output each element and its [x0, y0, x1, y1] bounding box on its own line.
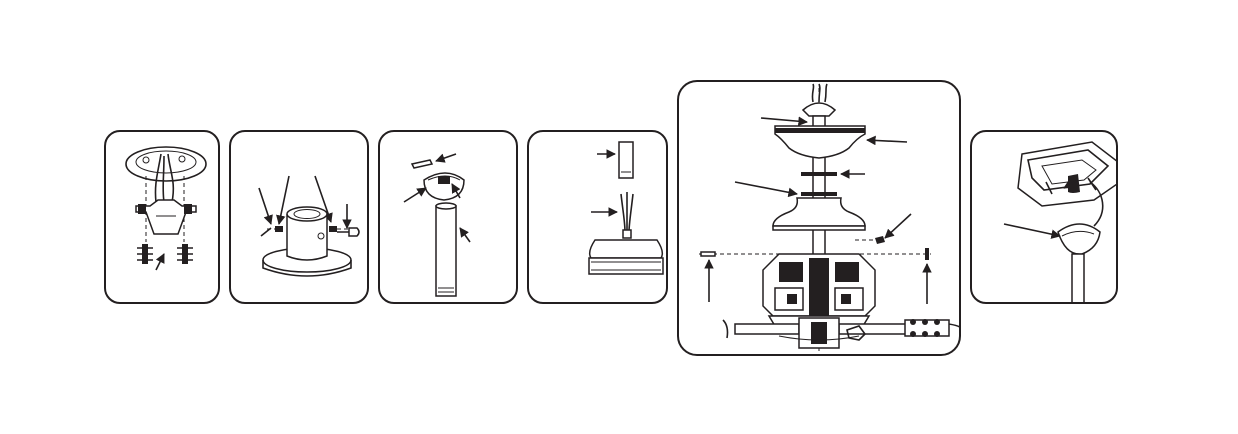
fan-assembly-panel [677, 80, 961, 356]
motor-housing-icon [590, 240, 663, 258]
coupling-cover-icon [773, 198, 865, 226]
screw-icon [701, 252, 715, 256]
wire-icon [621, 192, 633, 232]
arrow-icon [259, 188, 271, 224]
wire-icon [812, 84, 827, 102]
screw-icon [137, 244, 153, 264]
hanger-ball-icon [1058, 224, 1100, 254]
canopy-ring-icon [801, 172, 837, 176]
arrow-icon [885, 214, 911, 238]
arrow-icon [761, 118, 807, 122]
mounting-bracket-illustration [106, 132, 220, 304]
arrow-icon [735, 182, 797, 194]
ceiling-mount-base-illustration [231, 132, 369, 304]
motor-icon [763, 254, 875, 326]
blade-arm-icon [735, 324, 799, 334]
outlet-box-icon [126, 147, 206, 181]
downrod-icon [1072, 254, 1084, 304]
fan-assembly-illustration [679, 82, 961, 356]
wire-icon [155, 154, 173, 202]
downrod-ball-illustration [380, 132, 518, 304]
arrow-icon [1004, 224, 1060, 236]
arrow-icon [156, 254, 164, 270]
downrod-icon [436, 206, 456, 296]
arrow-icon [404, 188, 426, 202]
canopy-hang-illustration [972, 132, 1118, 304]
screw-icon [329, 226, 349, 232]
downrod-wiring-panel [527, 130, 668, 304]
screw-icon [875, 236, 885, 244]
arrow-icon [460, 228, 470, 242]
arrow-icon [867, 140, 907, 142]
downrod-wiring-illustration [529, 132, 668, 304]
blade-bracket-icon [905, 319, 949, 337]
canopy-hang-panel [970, 130, 1118, 304]
hanger-ball-icon [803, 103, 835, 116]
screw-icon [177, 244, 193, 264]
mounting-bracket-panel [104, 130, 220, 304]
ceiling-mount-base-panel [229, 130, 369, 304]
screw-icon [925, 248, 929, 260]
downrod-icon [619, 142, 633, 178]
pin-icon [412, 160, 432, 168]
arrow-icon [436, 154, 456, 161]
downrod-ball-panel [378, 130, 518, 304]
